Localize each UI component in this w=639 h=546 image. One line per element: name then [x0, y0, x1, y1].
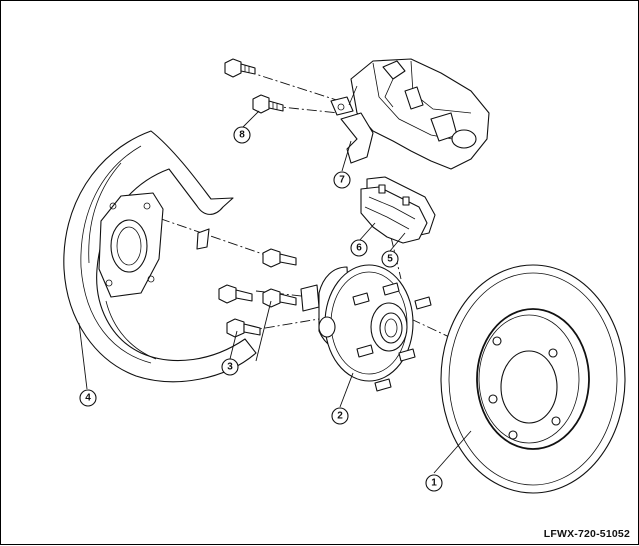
callout-1: 1 [425, 474, 443, 492]
hub-bearing-assembly [300, 264, 432, 392]
svg-text:1: 1 [431, 478, 437, 489]
callout-2: 2 [331, 407, 349, 425]
callout-4: 4 [79, 389, 97, 407]
callout-8: 8 [233, 126, 251, 144]
callout-6: 6 [350, 239, 368, 257]
svg-text:6: 6 [356, 243, 362, 254]
caliper-bolt-lower [252, 94, 284, 114]
callout-5: 5 [381, 250, 399, 268]
svg-text:5: 5 [387, 254, 393, 265]
svg-text:7: 7 [339, 175, 345, 186]
svg-text:3: 3 [227, 362, 233, 373]
svg-text:2: 2 [337, 411, 343, 422]
hub-bolt-middle-left [218, 284, 253, 304]
brake-pad-set [360, 176, 436, 244]
splash-guard [63, 130, 257, 383]
hub-bolt-middle-right [262, 288, 297, 308]
brake-caliper [330, 58, 490, 170]
hub-bolt-top [262, 248, 297, 268]
svg-text:4: 4 [85, 393, 91, 404]
callout-7: 7 [333, 171, 351, 189]
callout-3: 3 [221, 358, 239, 376]
hub-bolt-bottom [226, 318, 261, 338]
caliper-bolt-upper [224, 58, 256, 78]
brake-disc-rotor [440, 264, 626, 494]
svg-text:8: 8 [239, 130, 245, 141]
callout-leaders [78, 110, 472, 474]
reference-code: LFWX-720-51052 [543, 528, 630, 540]
